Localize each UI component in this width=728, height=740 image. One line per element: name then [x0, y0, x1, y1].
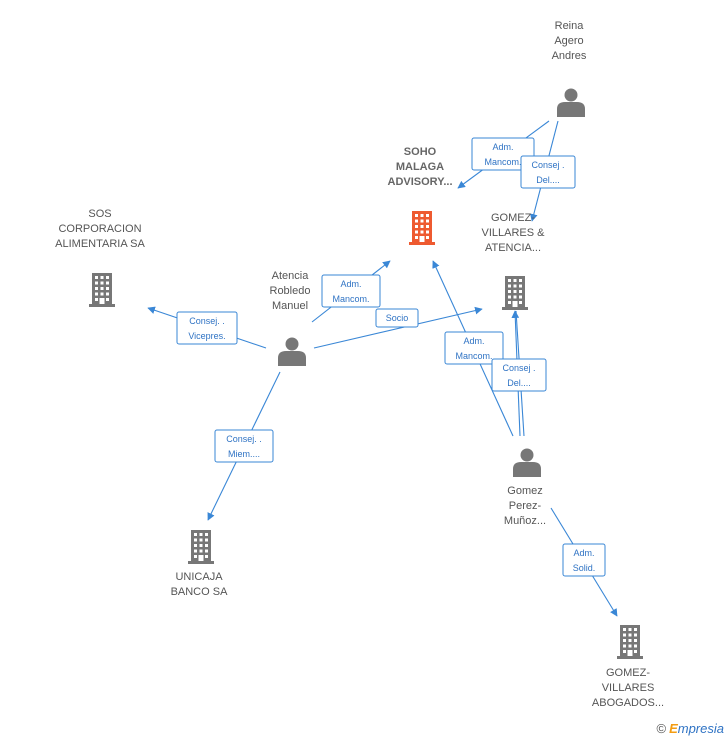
edge-label-box — [444, 331, 504, 365]
edge-label-e7[interactable]: Adm. Mancom. — [444, 331, 504, 365]
node-label-atencia: Manuel — [272, 300, 308, 312]
node-label-reina: Andres — [552, 50, 587, 62]
edge-label-text: Solid. — [573, 563, 596, 573]
node-label-gomez_perez: Gomez — [507, 485, 542, 497]
node-label-unicaja: BANCO SA — [171, 586, 229, 598]
edge-label-e1[interactable]: Adm. Mancom. — [471, 137, 535, 171]
node-label-soho: MALAGA — [396, 161, 444, 173]
edge-label-box — [491, 358, 547, 392]
node-unicaja[interactable]: UNICAJA BANCO SA — [171, 530, 229, 598]
node-label-gomez_abogados: ABOGADOS... — [592, 697, 664, 709]
edge-label-e3[interactable]: Adm. Mancom. — [321, 274, 381, 308]
edge-label-text: Vicepres. — [188, 331, 225, 341]
person-icon — [557, 88, 585, 117]
copyright-symbol: © — [656, 721, 667, 736]
brand-logo-initial: E — [669, 721, 678, 736]
node-label-gomez_atencia: ATENCIA... — [485, 242, 541, 254]
edge-label-text: Consej. . — [226, 434, 262, 444]
edge-label-box — [321, 274, 381, 308]
edge-label-e9[interactable]: Adm. Solid. — [562, 543, 606, 577]
edge-label-e5[interactable]: Socio — [375, 308, 419, 328]
edge-label-text: Socio — [386, 313, 409, 323]
node-label-gomez_atencia: GOMEZ- — [491, 212, 535, 224]
edges-layer — [147, 120, 618, 617]
building-icon — [502, 276, 528, 310]
node-label-atencia: Atencia — [272, 270, 310, 282]
edge-label-text: Mancom. — [332, 294, 369, 304]
edge-label-box — [375, 308, 419, 328]
person-icon — [278, 337, 306, 366]
building-icon — [409, 211, 435, 245]
edge-label-box — [471, 137, 535, 171]
edge-label-text: Adm. — [492, 142, 513, 152]
node-label-gomez_perez: Muñoz... — [504, 515, 546, 527]
edge-label-text: Consej . — [531, 160, 564, 170]
edge-label-box — [562, 543, 606, 577]
edge-label-e8[interactable]: Consej . Del.... — [491, 358, 547, 392]
node-label-gomez_abogados: GOMEZ- — [606, 667, 650, 679]
node-label-gomez_atencia: VILLARES & — [482, 227, 546, 239]
edge-labels-layer: Adm.Mancom.Consej .Del....Adm.Mancom.Con… — [176, 137, 606, 577]
node-soho[interactable]: SOHO MALAGA ADVISORY... — [388, 146, 453, 245]
edge-label-e6[interactable]: Consej. . Miem.... — [214, 429, 274, 463]
node-label-unicaja: UNICAJA — [175, 571, 223, 583]
node-label-soho: SOHO — [404, 146, 437, 158]
nodes-layer: SOHO MALAGA ADVISORY... ReinaAgeroAndresGOM… — [55, 20, 664, 709]
node-label-sos: CORPORACION — [58, 223, 141, 235]
node-label-reina: Reina — [555, 20, 585, 32]
footer-brand[interactable]: ©Empresia — [656, 721, 724, 736]
node-label-sos: SOS — [88, 208, 111, 220]
edge-label-text: Del.... — [536, 175, 560, 185]
node-label-gomez_abogados: VILLARES — [602, 682, 655, 694]
node-gomez_abogados[interactable]: GOMEZ- VILLARES ABOGADOS... — [592, 625, 664, 709]
building-icon — [188, 530, 214, 564]
edge-label-box — [214, 429, 274, 463]
node-sos[interactable]: SOS CORPORACION ALIMENTARIA SA — [55, 208, 145, 307]
edge-line-atencia-gomez_atencia — [313, 306, 483, 349]
person-icon — [513, 448, 541, 477]
edge-label-text: Consej . — [502, 363, 535, 373]
brand-logo-text: mpresia — [677, 721, 724, 736]
edge-label-e4[interactable]: Consej. . Vicepres. — [176, 311, 238, 345]
node-gomez_atencia[interactable]: GOMEZ- VILLARES & ATENCIA... — [482, 212, 546, 310]
node-label-reina: Agero — [554, 35, 583, 47]
edge-label-text: Mancom. — [484, 157, 521, 167]
node-label-atencia: Robledo — [270, 285, 311, 297]
edge-label-box — [520, 155, 576, 189]
building-icon — [617, 625, 643, 659]
edge-label-text: Adm. — [463, 336, 484, 346]
node-label-sos: ALIMENTARIA SA — [55, 238, 145, 250]
edge-label-e2[interactable]: Consej . Del.... — [520, 155, 576, 189]
edge-label-text: Consej. . — [189, 316, 225, 326]
node-label-gomez_perez: Perez- — [509, 500, 542, 512]
edge-label-text: Adm. — [340, 279, 361, 289]
edge-label-text: Adm. — [573, 548, 594, 558]
node-label-soho: ADVISORY... — [388, 176, 453, 188]
building-icon — [89, 273, 115, 307]
edge-label-text: Miem.... — [228, 449, 260, 459]
edge-label-box — [176, 311, 238, 345]
edge-label-text: Del.... — [507, 378, 531, 388]
edge-label-text: Mancom. — [455, 351, 492, 361]
